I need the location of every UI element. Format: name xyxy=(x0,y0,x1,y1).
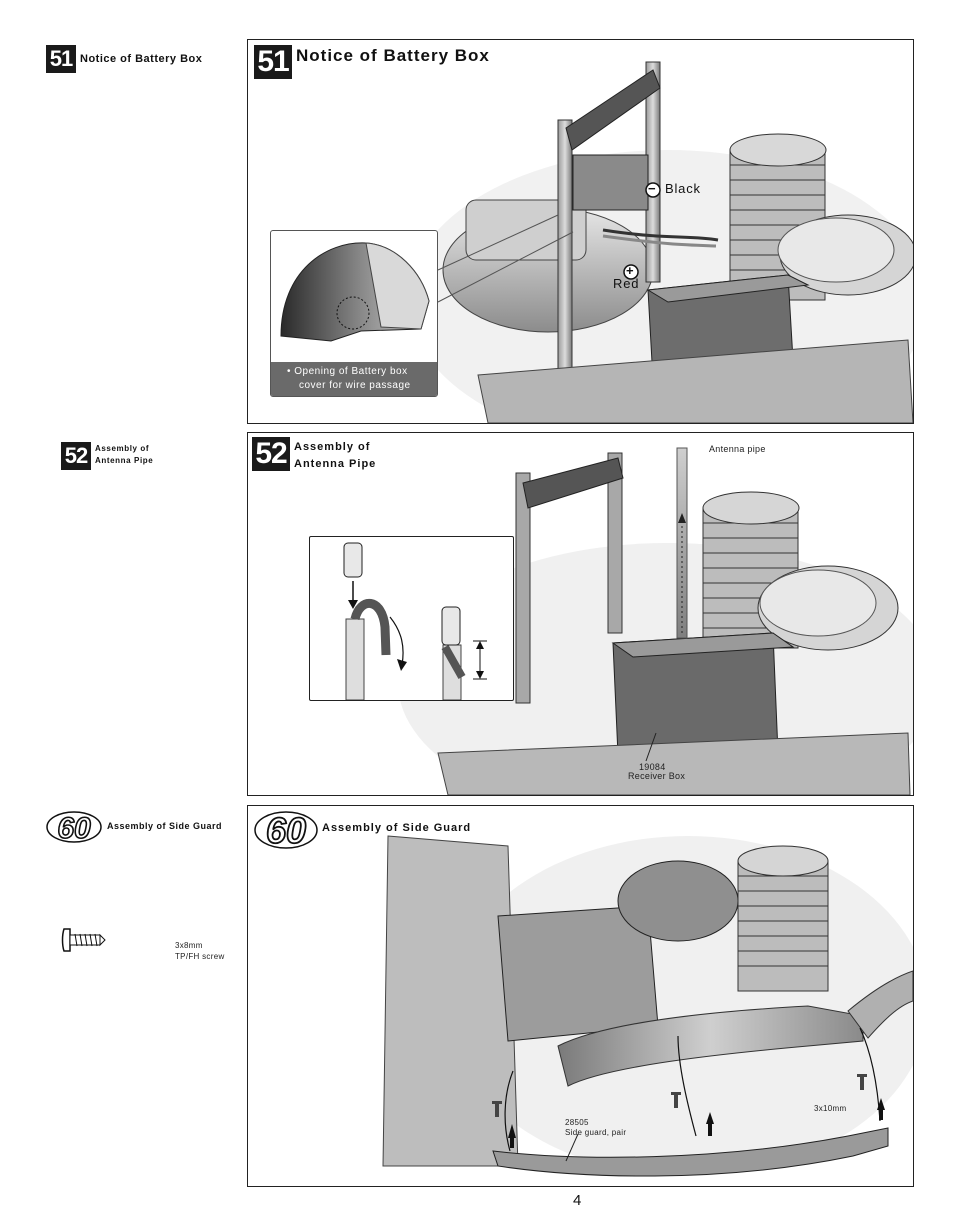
panel-title-60: Assembly of Side Guard xyxy=(322,822,472,834)
panel-title-52-line2: Antenna Pipe xyxy=(294,458,377,470)
battery-cover-callout: • Opening of Battery box cover for wire … xyxy=(270,230,438,397)
side-guard-illustration xyxy=(382,835,913,1177)
panel-title-51: Notice of Battery Box xyxy=(296,46,490,65)
minus-terminal-symbol: − xyxy=(648,181,657,196)
black-wire-label: Black xyxy=(665,181,701,196)
battery-box-illustration xyxy=(408,61,913,423)
battery-cover-illustration xyxy=(280,242,430,342)
plus-terminal-symbol: + xyxy=(626,263,635,278)
side-label-51: Notice of Battery Box xyxy=(80,53,203,65)
screw-icon xyxy=(61,928,106,952)
antenna-pipe-illustration xyxy=(398,447,913,795)
side-label-52: Assembly of Antenna Pipe xyxy=(95,443,153,467)
screw-spec-line1: 3x8mm xyxy=(175,941,203,950)
red-wire-label: Red xyxy=(613,276,640,291)
caption-line-1: Opening of Battery box xyxy=(294,366,408,377)
receiver-part-number: 19084 xyxy=(639,762,666,772)
panel-badge-60: 60 xyxy=(254,809,318,852)
side-label-52-line2: Antenna Pipe xyxy=(95,456,154,465)
antenna-tube-illustration xyxy=(343,542,487,700)
side-label-52-line1: Assembly of xyxy=(95,444,150,453)
panel-badge-52: 52 xyxy=(252,437,290,471)
panel-badge-51: 51 xyxy=(254,45,292,79)
receiver-box-label: Receiver Box xyxy=(628,771,686,781)
panel-battery-box: 51 Notice of Battery Box xyxy=(247,39,914,424)
callout-caption: • Opening of Battery box cover for wire … xyxy=(271,362,437,396)
panel-side-guard: 60 Assembly of Side Guard xyxy=(247,805,914,1187)
antenna-inset xyxy=(309,536,514,701)
panel-title-52: Assembly of Antenna Pipe xyxy=(294,439,376,473)
screw-spec-line2: TP/FH screw xyxy=(175,952,225,961)
step-badge-52: 52 xyxy=(61,442,91,470)
panel-title-52-line1: Assembly of xyxy=(294,441,371,453)
side-label-60: Assembly of Side Guard xyxy=(107,821,223,831)
antenna-pipe-label: Antenna pipe xyxy=(709,444,766,454)
panel-antenna-pipe: 52 Assembly of Antenna Pipe xyxy=(247,432,914,796)
step-number-60-large: 60 xyxy=(266,810,306,851)
caption-line-2: cover for wire passage xyxy=(299,380,411,391)
step-number-60-small: 60 xyxy=(57,812,91,845)
screw-size-label: 3x10mm xyxy=(814,1104,847,1113)
step-badge-51: 51 xyxy=(46,45,76,73)
side-guard-part-number: 28505 xyxy=(565,1118,589,1127)
page-number: 4 xyxy=(573,1192,582,1209)
side-guard-part-name: Side guard, pair xyxy=(565,1128,627,1137)
step-badge-60: 60 xyxy=(46,811,102,846)
